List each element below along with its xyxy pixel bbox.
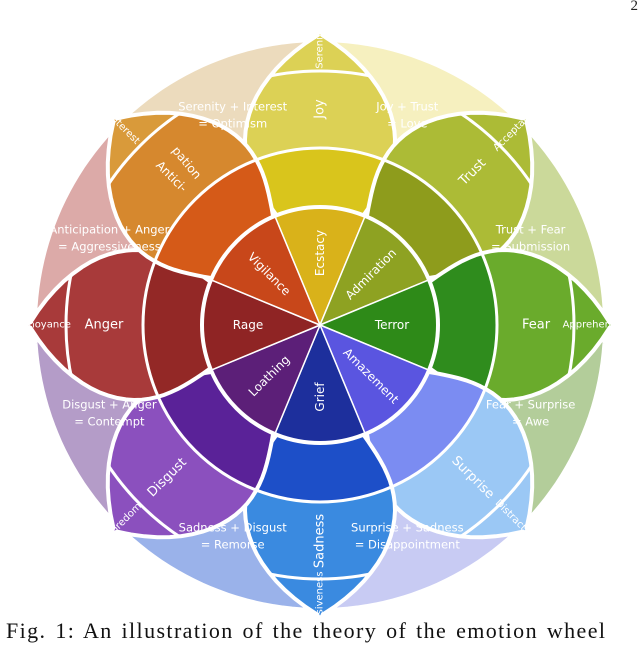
mid-label: Anger (85, 318, 124, 333)
core-label: Grief (313, 382, 327, 412)
mid-label: Joy (313, 99, 328, 120)
dyad-label: Joy + Trust (375, 99, 439, 113)
dyad-label: Sadness + Disgust (179, 521, 288, 535)
petal-band-divider (320, 250, 499, 400)
petal-rage (23, 250, 320, 400)
petal-band-divider (245, 69, 395, 325)
dyad-label: Surprise + Sadness (351, 521, 464, 535)
dyad-label: Trust + Fear (495, 223, 566, 237)
petal-band-divider (141, 250, 320, 400)
petal-band-divider (64, 250, 320, 400)
dyad-result: = Remorse (201, 538, 265, 552)
dyad-label: Fear + Surprise (486, 397, 575, 411)
dyad-result: = Contempt (74, 414, 145, 428)
petal-ecstacy (245, 28, 395, 325)
petal-mid-band (320, 148, 497, 325)
mild-label: Annoyance (15, 320, 71, 331)
petal-mild-inner (320, 325, 533, 538)
petal-admiration (320, 112, 533, 325)
mid-label: Sadness (313, 514, 328, 568)
petal-band-divider (245, 325, 395, 504)
petal-layer (17, 22, 623, 628)
petal-mid-band (143, 325, 320, 502)
figure-caption: Fig. 1: An illustration of the theory of… (6, 618, 607, 643)
core-label: Ecstacy (313, 230, 327, 276)
petal-mild-inner (107, 112, 320, 325)
dyad-result: = Aggressiveness (58, 240, 161, 254)
page-number: 2 (630, 0, 639, 14)
petal-band-divider (245, 325, 395, 581)
dyad-result: = Disappointment (355, 538, 461, 552)
mild-label: Pensiveness (315, 571, 326, 632)
petal-mid-band (320, 325, 497, 502)
dyad-label: Disgust + Anger (62, 397, 157, 411)
mid-label: Fear (522, 318, 551, 333)
mild-label: Apprehension (563, 320, 632, 331)
core-label: Terror (374, 318, 409, 332)
mild-label: Serenity (315, 27, 326, 69)
petal-amazement (320, 325, 533, 538)
petal-band-divider (320, 250, 576, 400)
dyad-result: = Optimism (198, 116, 267, 130)
petal-mild-inner (320, 112, 533, 325)
petal-grief (245, 325, 395, 622)
dyad-label: Serenity + Interest (178, 99, 287, 113)
petal-loathing (107, 325, 320, 538)
dyad-result: = Love (387, 116, 427, 130)
petal-terror (320, 250, 617, 400)
petal-band-divider (245, 146, 395, 325)
core-ring (200, 205, 440, 445)
petal-mild-inner (107, 325, 320, 538)
core-label: Rage (233, 318, 263, 332)
petal-vigilance (107, 112, 320, 325)
dyad-label: Anticipation + Anger (49, 223, 169, 237)
dyad-result: = Awe (512, 414, 549, 428)
petal-mid-band (143, 148, 320, 325)
core-layer (200, 205, 440, 445)
dyad-result: = Submission (491, 240, 570, 254)
